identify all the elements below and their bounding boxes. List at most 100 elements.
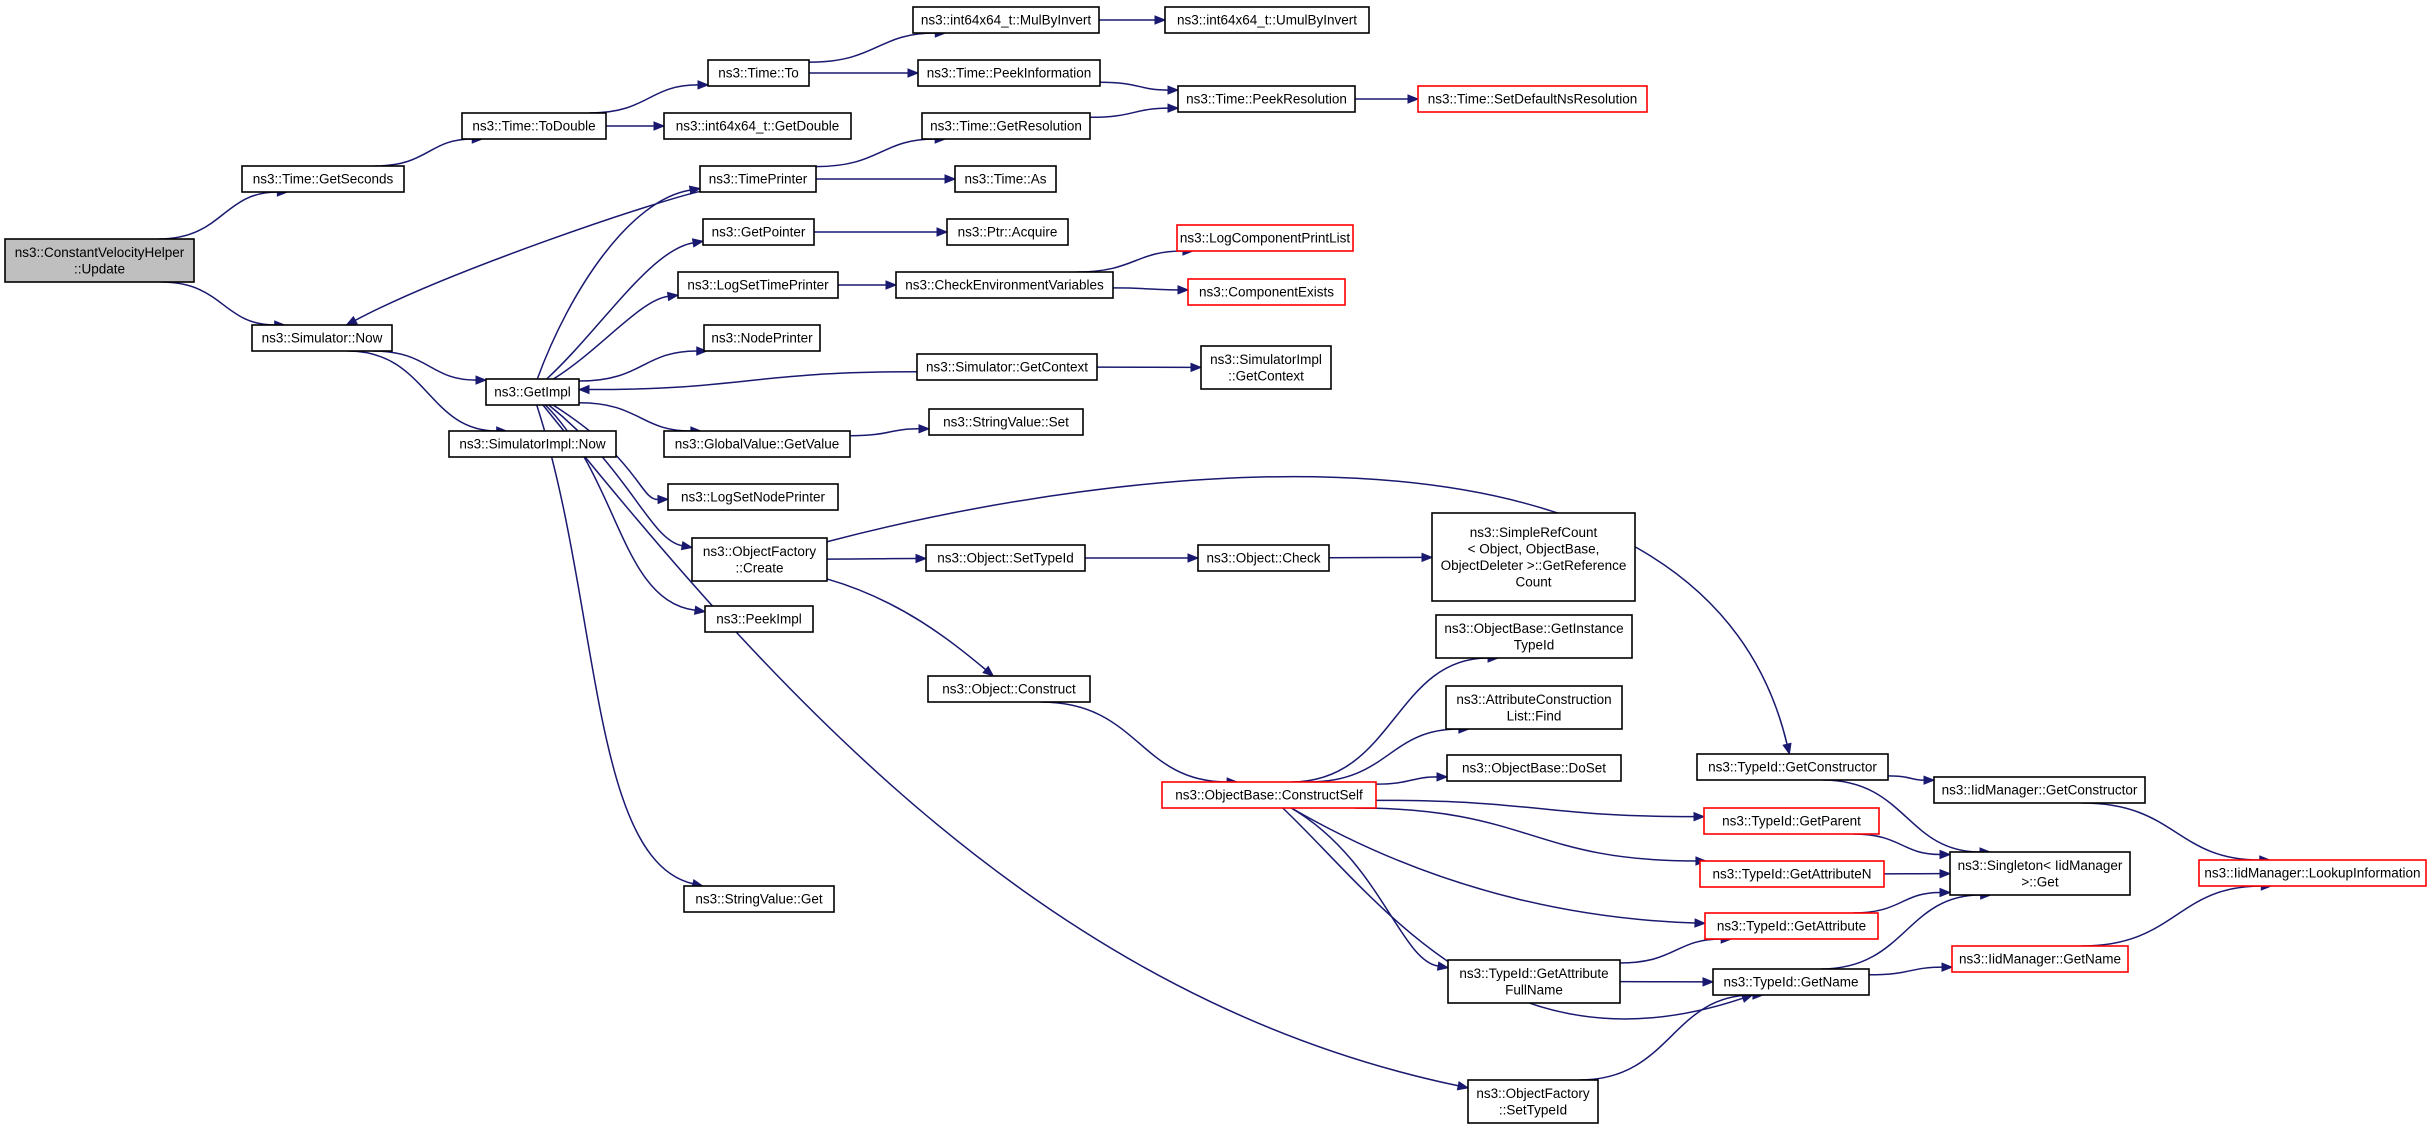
node-label: ns3::StringValue::Set: [943, 415, 1069, 430]
call-edge-getimpl-to-ofcreate: [548, 404, 694, 551]
node-box: [699, 165, 817, 193]
function-node-tidgetconstructor[interactable]: ns3::TypeId::GetConstructor: [1696, 753, 1889, 781]
call-edge-obconstructself-to-tidgetattrfull: [1290, 807, 1450, 971]
function-node-simimplgetcontext[interactable]: ns3::SimulatorImpl::GetContext: [1200, 345, 1332, 390]
function-node-tidgetparent[interactable]: ns3::TypeId::GetParent: [1703, 807, 1880, 835]
function-node-obconstructself[interactable]: ns3::ObjectBase::ConstructSelf: [1161, 781, 1377, 809]
function-node-simnow[interactable]: ns3::Simulator::Now: [251, 324, 393, 352]
function-node-iidlookup[interactable]: ns3::IidManager::LookupInformation: [2198, 859, 2427, 887]
call-edge-checkenv-to-compexists: [1112, 285, 1190, 295]
function-node-getresolution[interactable]: ns3::Time::GetResolution: [921, 112, 1091, 140]
node-box: [702, 218, 815, 246]
function-node-setdefaultns[interactable]: ns3::Time::SetDefaultNsResolution: [1417, 85, 1648, 113]
function-node-peekinfo[interactable]: ns3::Time::PeekInformation: [917, 59, 1101, 87]
function-node-timeto[interactable]: ns3::Time::To: [707, 59, 810, 87]
function-node-getimpl[interactable]: ns3::GetImpl: [485, 378, 580, 406]
call-edge-timeto-to-peekinfo: [809, 68, 920, 78]
call-edge-peekinfo-to-peekres: [1099, 81, 1180, 95]
node-box: [928, 408, 1084, 436]
function-node-logsetnodeprinter[interactable]: ns3::LogSetNodePrinter: [667, 483, 839, 511]
function-node-i64getdouble[interactable]: ns3::int64x64_t::GetDouble: [663, 112, 852, 140]
call-edge-getimpl-to-nodeprinter: [578, 346, 709, 382]
node-box: [663, 430, 851, 458]
node-box: [1447, 959, 1621, 1004]
function-node-tidgetattrn[interactable]: ns3::TypeId::GetAttributeN: [1699, 860, 1885, 888]
node-box: [1164, 6, 1370, 34]
node-box: [1417, 85, 1648, 113]
function-node-todouble[interactable]: ns3::Time::ToDouble: [461, 112, 607, 140]
node-label: ns3::Time::PeekInformation: [927, 66, 1092, 81]
function-node-ofcreate[interactable]: ns3::ObjectFactory::Create: [691, 537, 828, 582]
function-node-getseconds[interactable]: ns3::Time::GetSeconds: [241, 165, 405, 193]
node-box: [1161, 781, 1377, 809]
function-node-update[interactable]: ns3::ConstantVelocityHelper::Update: [4, 238, 195, 283]
call-edge-obconstructself-to-obdoset: [1375, 772, 1449, 785]
call-edge-timeprinter-to-timeas: [816, 174, 957, 184]
node-label: ns3::int64x64_t::MulByInvert: [921, 13, 1092, 28]
function-node-ptracquire[interactable]: ns3::Ptr::Acquire: [946, 218, 1069, 246]
node-label: ns3::IidManager::GetConstructor: [1942, 783, 2138, 798]
function-node-logsettimeprinter[interactable]: ns3::LogSetTimePrinter: [677, 271, 839, 299]
function-node-peekimpl[interactable]: ns3::PeekImpl: [704, 605, 814, 633]
function-node-umulbyinvert[interactable]: ns3::int64x64_t::UmulByInvert: [1164, 6, 1370, 34]
function-node-checkenv[interactable]: ns3::CheckEnvironmentVariables: [895, 271, 1114, 299]
call-edge-todouble-to-timeto: [589, 80, 710, 114]
function-node-stringvalueget[interactable]: ns3::StringValue::Get: [683, 885, 835, 913]
function-node-stringvalueset[interactable]: ns3::StringValue::Set: [928, 408, 1084, 436]
call-edge-ofcreate-to-objsettypeid: [826, 553, 928, 564]
node-box: [1712, 968, 1870, 996]
node-box: [1445, 685, 1623, 730]
function-node-tidgetattr[interactable]: ns3::TypeId::GetAttribute: [1704, 912, 1879, 940]
function-node-iidgetname[interactable]: ns3::IidManager::GetName: [1951, 945, 2129, 973]
node-label: ns3::Time::ToDouble: [472, 119, 595, 134]
node-label: ns3::Simulator::GetContext: [926, 360, 1088, 375]
node-box: [1200, 345, 1332, 390]
function-node-objconstruct[interactable]: ns3::Object::Construct: [927, 675, 1091, 703]
function-node-iidgetconstructor[interactable]: ns3::IidManager::GetConstructor: [1933, 776, 2146, 804]
node-label: ns3::ObjectFactory: [1476, 1086, 1590, 1101]
node-label: ns3::TypeId::GetName: [1723, 975, 1858, 990]
function-node-compexists[interactable]: ns3::ComponentExists: [1187, 278, 1346, 306]
node-box: [663, 112, 852, 140]
node-label: ns3::ConstantVelocityHelper: [15, 245, 185, 260]
node-box: [925, 544, 1086, 572]
node-label: ::GetContext: [1228, 368, 1304, 383]
node-label: ns3::TimePrinter: [709, 172, 808, 187]
node-box: [1431, 512, 1636, 602]
function-node-getpointer[interactable]: ns3::GetPointer: [702, 218, 815, 246]
function-node-timeas[interactable]: ns3::Time::As: [954, 165, 1057, 193]
node-box: [704, 605, 814, 633]
node-label: List::Find: [1507, 708, 1562, 723]
call-edge-logsettimeprinter-to-checkenv: [838, 280, 898, 290]
function-node-timeprinter[interactable]: ns3::TimePrinter: [699, 165, 817, 193]
function-node-nodeprinter[interactable]: ns3::NodePrinter: [703, 324, 821, 352]
function-node-ofsettypeid[interactable]: ns3::ObjectFactory::SetTypeId: [1467, 1079, 1599, 1124]
node-label: ns3::ObjectFactory: [703, 544, 817, 559]
call-edge-ofcreate-to-objconstruct: [826, 578, 995, 677]
node-box: [1446, 754, 1622, 782]
call-edge-peekres-to-setdefaultns: [1355, 94, 1420, 104]
function-node-mulbyinvert[interactable]: ns3::int64x64_t::MulByInvert: [912, 6, 1100, 34]
node-label: ns3::SimulatorImpl: [1210, 352, 1322, 367]
node-label: ns3::Time::SetDefaultNsResolution: [1428, 92, 1638, 107]
node-box: [691, 537, 828, 582]
function-node-logcompprint[interactable]: ns3::LogComponentPrintList: [1176, 224, 1354, 252]
node-label: ns3::LogComponentPrintList: [1180, 231, 1351, 246]
function-node-singletonget[interactable]: ns3::Singleton< IidManager >::Get: [1949, 851, 2131, 896]
function-node-tidgetname[interactable]: ns3::TypeId::GetName: [1712, 968, 1870, 996]
function-node-simgetcontext[interactable]: ns3::Simulator::GetContext: [916, 353, 1098, 381]
function-node-objcheck[interactable]: ns3::Object::Check: [1197, 544, 1330, 572]
function-node-obdoset[interactable]: ns3::ObjectBase::DoSet: [1446, 754, 1622, 782]
function-node-gvgetvalue[interactable]: ns3::GlobalValue::GetValue: [663, 430, 851, 458]
node-label: ns3::PeekImpl: [716, 612, 802, 627]
function-node-objsettypeid[interactable]: ns3::Object::SetTypeId: [925, 544, 1086, 572]
node-label: ns3::StringValue::Get: [695, 892, 823, 907]
node-label: ns3::LogSetTimePrinter: [687, 278, 829, 293]
function-node-simplerefcount[interactable]: ns3::SimpleRefCount< Object, ObjectBase,…: [1431, 512, 1636, 602]
function-node-simimplnow[interactable]: ns3::SimulatorImpl::Now: [448, 430, 617, 458]
function-node-peekres[interactable]: ns3::Time::PeekResolution: [1177, 85, 1356, 113]
node-box: [1187, 278, 1346, 306]
